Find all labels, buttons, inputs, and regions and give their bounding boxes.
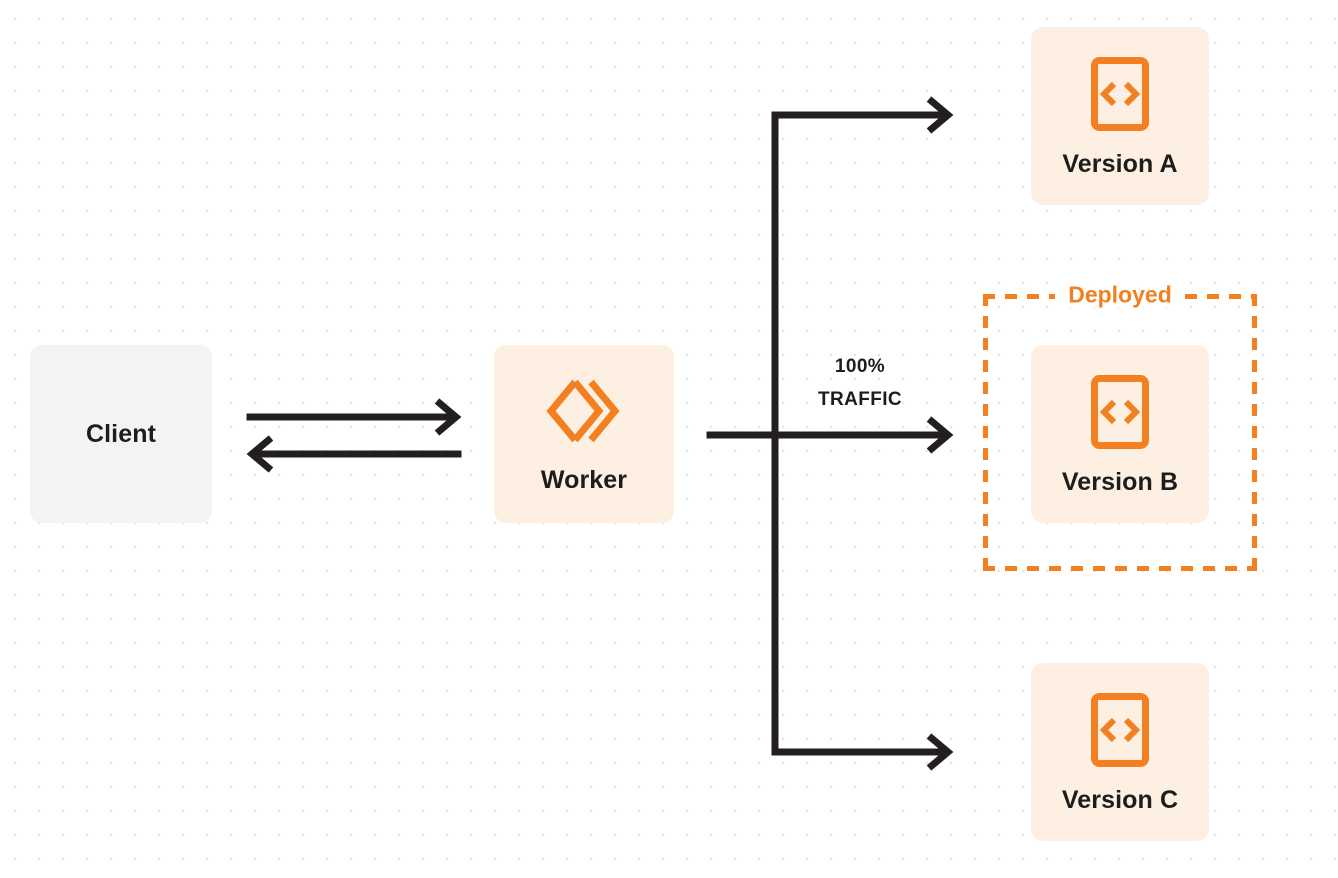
arrow-worker-to-version-a bbox=[771, 96, 954, 134]
arrow-worker-to-version-c bbox=[771, 733, 954, 771]
arrow-client-to-worker bbox=[246, 398, 462, 436]
version-a-label: Version A bbox=[1062, 149, 1178, 178]
version-c-label: Version C bbox=[1061, 785, 1179, 814]
deployed-frame-edge-top-left bbox=[983, 294, 1055, 299]
client-node[interactable]: Client bbox=[30, 345, 212, 523]
deployed-frame: Deployed bbox=[983, 282, 1257, 571]
deployed-frame-edge-bottom bbox=[983, 566, 1257, 571]
deployed-frame-edge-right bbox=[1252, 294, 1257, 571]
traffic-label: 100% TRAFFIC bbox=[793, 350, 927, 417]
version-a-node[interactable]: Version A bbox=[1031, 27, 1209, 205]
arrow-worker-to-client bbox=[246, 435, 462, 473]
traffic-percent: 100% bbox=[834, 356, 886, 377]
version-b-label: Version B bbox=[1061, 467, 1179, 496]
cloudflare-workers-logo-icon bbox=[546, 379, 620, 442]
deployed-label: Deployed bbox=[1058, 282, 1182, 308]
version-c-node[interactable]: Version C bbox=[1031, 663, 1209, 841]
code-icon bbox=[1091, 374, 1149, 449]
code-icon bbox=[1091, 56, 1149, 131]
deployed-frame-edge-top-right bbox=[1185, 294, 1257, 299]
code-icon bbox=[1091, 692, 1149, 767]
worker-node[interactable]: Worker bbox=[494, 345, 674, 523]
client-label: Client bbox=[85, 419, 157, 448]
traffic-caption: TRAFFIC bbox=[817, 389, 903, 411]
version-b-node[interactable]: Version B bbox=[1031, 345, 1209, 523]
arrow-worker-to-version-b bbox=[706, 416, 954, 454]
deployed-frame-edge-left bbox=[983, 294, 988, 571]
worker-label: Worker bbox=[540, 465, 628, 494]
